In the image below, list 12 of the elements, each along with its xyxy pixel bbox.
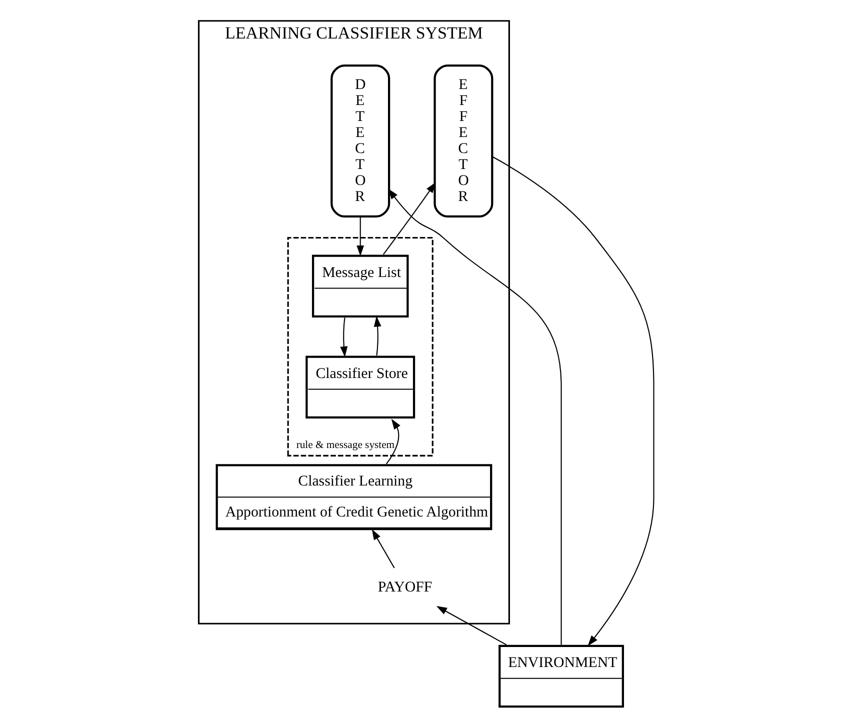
arrow [492, 156, 654, 646]
arrow [385, 418, 400, 464]
arrow [388, 188, 562, 645]
arrow [382, 182, 436, 255]
arrow [340, 318, 348, 358]
arrow [436, 606, 506, 646]
node-box: E F F E C T O R [433, 64, 493, 218]
arrow [371, 529, 394, 568]
arrow [356, 216, 364, 256]
node-box: D E T E C T O R [330, 64, 390, 218]
node-text: PAYOFF [377, 579, 432, 596]
arrow [373, 316, 381, 356]
